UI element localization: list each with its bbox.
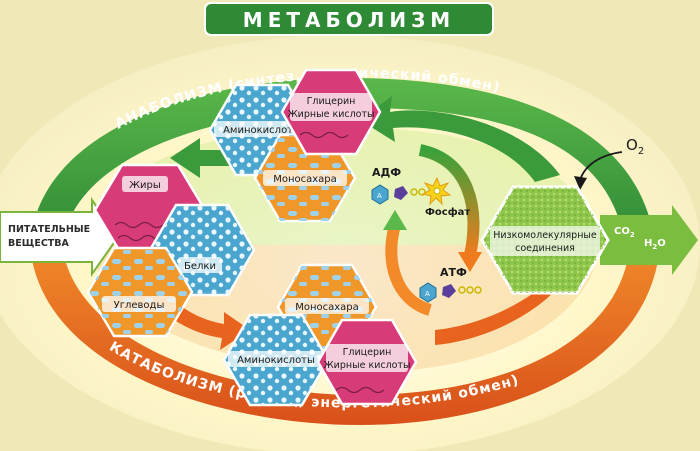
svg-text:Низкомолекулярные: Низкомолекулярные [493,230,597,241]
svg-text:Жирные кислоты: Жирные кислоты [287,109,374,120]
phosphate-label: Фосфат [425,206,470,218]
svg-text:соединения: соединения [515,243,575,254]
svg-text:Аминокислоты: Аминокислоты [223,125,301,136]
input-label-1: ПИТАТЕЛЬНЫЕ [8,224,90,235]
svg-text:Углеводы: Углеводы [114,300,165,311]
svg-text:Глицерин: Глицерин [343,347,392,358]
svg-text:Жирные кислоты: Жирные кислоты [323,360,410,371]
hex-carbs: Углеводы [86,246,194,338]
hex-lowmol: Низкомолекулярные соединения [480,185,610,295]
cycle-head-up [383,210,407,230]
adp-label: АДФ [372,166,401,179]
o2-arrow-line [579,151,623,181]
hex-amino-bottom: Аминокислоты [222,313,330,407]
svg-text:Аминокислоты: Аминокислоты [237,355,315,366]
o2-arrow-head [574,176,587,190]
anabolism-band [30,77,655,245]
catabolism-band [30,245,660,425]
hex-glycerin-bottom: Глицерин Жирные кислоты [316,318,418,406]
svg-text:A: A [377,192,382,200]
svg-text:Глицерин: Глицерин [307,96,356,107]
cycle-head-down [458,252,482,272]
o2-label: O2 [626,136,644,157]
anabolism-arrow-left [170,138,250,178]
hex-mono-top: Моносахара [253,133,357,223]
svg-text:Белки: Белки [184,261,216,272]
input-label-2: ВЕЩЕСТВА [8,238,70,249]
output-arrow [600,205,698,275]
svg-text:Моносахара: Моносахара [273,174,337,185]
svg-text:A: A [425,290,430,298]
adp-molecule: A [371,184,426,205]
anabolism-arrow-top [360,96,560,182]
atp-molecule: A [419,282,482,303]
svg-text:Жиры: Жиры [129,180,161,191]
cycle-arc-right [418,144,480,257]
phosphate-burst [421,176,452,206]
hex-glycerin-top: Глицерин Жирные кислоты [280,68,382,156]
co2-label: CO2 [614,226,635,239]
catabolism-arrow-right [435,258,575,345]
cycle-arc-left [385,223,433,316]
title-banner [204,2,494,36]
input-arrow [0,196,120,278]
svg-text:Моносахара: Моносахара [295,302,359,313]
h2o-label: H2O [644,238,666,251]
atp-label: АТФ [440,266,467,279]
title: МЕТАБОЛИЗМ [243,8,455,32]
